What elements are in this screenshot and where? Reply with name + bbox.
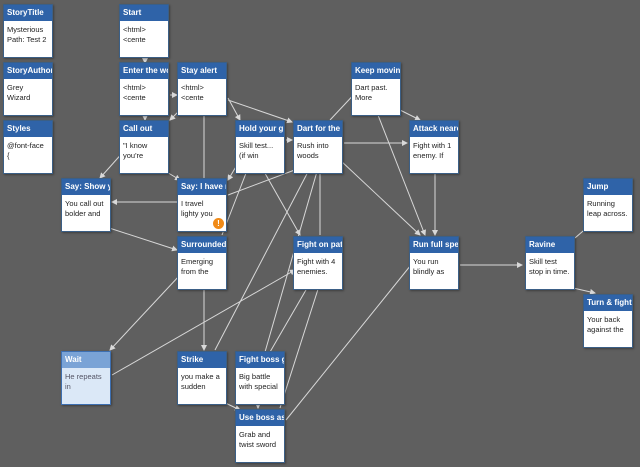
passage-dart[interactable]: Dart for the t Rush into woods <box>293 120 343 174</box>
passage-title: Attack neare <box>410 121 458 137</box>
passage-call-out[interactable]: Call out "I know you're <box>119 120 169 174</box>
warning-icon: ! <box>213 218 224 229</box>
passage-title: Stay alert <box>178 63 226 79</box>
passage-excerpt: Running leap across. <box>587 199 628 218</box>
passage-fight-on-path[interactable]: Fight on pat Fight with 4 enemies. <box>293 236 343 290</box>
passage-hold-your-ground[interactable]: Hold your gr Skill test... (if win <box>235 120 285 174</box>
passage-attack-nearest[interactable]: Attack neare Fight with 1 enemy. If <box>409 120 459 174</box>
passage-title: Hold your gr <box>236 121 284 137</box>
passage-excerpt: you make a sudden <box>181 372 220 391</box>
passage-title: Turn & fight <box>584 295 632 311</box>
passage-fight-boss[interactable]: Fight boss g Big battle with special <box>235 351 285 405</box>
passage-title: Run full spe <box>410 237 458 253</box>
passage-title: StoryTitle <box>4 5 52 21</box>
passage-jump[interactable]: Jump Running leap across. <box>583 178 633 232</box>
passage-excerpt: You call out bolder and <box>65 199 104 218</box>
passage-title: StoryAuthor <box>4 63 52 79</box>
passage-styles[interactable]: Styles @font-face { <box>3 120 53 174</box>
passage-title: Dart for the t <box>294 121 342 137</box>
passage-excerpt: <html><cente <box>181 83 204 102</box>
passage-say-show[interactable]: Say: Show y You call out bolder and <box>61 178 111 232</box>
passage-excerpt: Emerging from the <box>181 257 214 276</box>
passage-wait[interactable]: Wait He repeats in <box>61 351 111 405</box>
passage-excerpt: @font-face { <box>7 141 44 160</box>
passage-excerpt: Mysterious Path: Test 2 <box>7 25 47 44</box>
passage-title: Say: I have r <box>178 179 226 195</box>
passage-excerpt: Your back against the <box>587 315 624 334</box>
passage-excerpt: Skill test... (if win <box>239 141 274 160</box>
passage-strike[interactable]: Strike you make a sudden <box>177 351 227 405</box>
passage-ravine[interactable]: Ravine Skill test stop in time. <box>525 236 575 290</box>
passage-run-full-speed[interactable]: Run full spe You run blindly as <box>409 236 459 290</box>
passage-title: Start <box>120 5 168 21</box>
passage-keep-moving[interactable]: Keep movin Dart past. More <box>351 62 401 116</box>
passage-title: Use boss as <box>236 410 284 426</box>
passage-turn-and-fight[interactable]: Turn & fight Your back against the <box>583 294 633 348</box>
passage-storyauthor[interactable]: StoryAuthor Grey Wizard <box>3 62 53 116</box>
passage-excerpt: Fight with 1 enemy. If <box>413 141 452 160</box>
passage-excerpt: You run blindly as <box>413 257 445 276</box>
passage-title: Say: Show y <box>62 179 110 195</box>
passage-surrounded[interactable]: Surrounded Emerging from the <box>177 236 227 290</box>
passage-use-boss[interactable]: Use boss as Grab and twist sword <box>235 409 285 463</box>
passage-excerpt: "I know you're <box>123 141 148 160</box>
passage-title: Ravine <box>526 237 574 253</box>
passage-title: Fight boss g <box>236 352 284 368</box>
passage-title: Enter the wo <box>120 63 168 79</box>
passage-title: Wait <box>62 352 110 368</box>
passage-start[interactable]: Start <html><cente <box>119 4 169 58</box>
passage-excerpt: I travel lighty you <box>181 199 213 218</box>
passage-excerpt: Rush into woods <box>297 141 329 160</box>
passage-excerpt: Skill test stop in time. <box>529 257 570 276</box>
passage-excerpt: He repeats in <box>65 372 102 391</box>
passage-excerpt: Grab and twist sword <box>239 430 277 449</box>
passage-excerpt: <html><cente <box>123 83 146 102</box>
passage-title: Fight on pat <box>294 237 342 253</box>
passage-title: Styles <box>4 121 52 137</box>
passage-enter-the-woods[interactable]: Enter the wo <html><cente <box>119 62 169 116</box>
passage-excerpt: <html><cente <box>123 25 146 44</box>
passage-title: Strike <box>178 352 226 368</box>
passage-excerpt: Dart past. More <box>355 83 388 102</box>
passage-excerpt: Big battle with special <box>239 372 278 391</box>
passage-title: Jump <box>584 179 632 195</box>
passage-title: Keep movin <box>352 63 400 79</box>
passage-stay-alert[interactable]: Stay alert <html><cente <box>177 62 227 116</box>
passage-storytitle[interactable]: StoryTitle Mysterious Path: Test 2 <box>3 4 53 58</box>
passage-excerpt: Grey Wizard <box>7 83 31 102</box>
passage-excerpt: Fight with 4 enemies. <box>297 257 336 276</box>
passage-say-have[interactable]: Say: I have r I travel lighty you ! <box>177 178 227 232</box>
passage-title: Call out <box>120 121 168 137</box>
passage-title: Surrounded <box>178 237 226 253</box>
